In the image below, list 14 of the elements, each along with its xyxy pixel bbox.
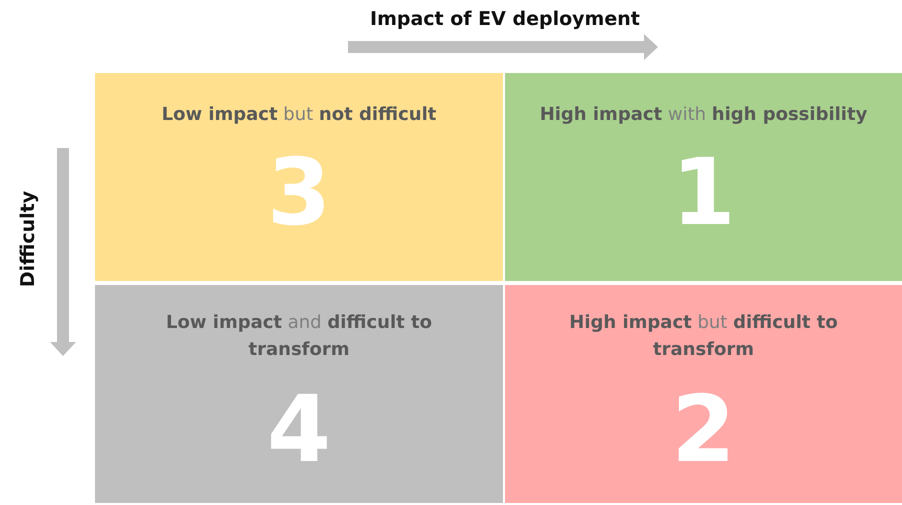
quadrant-cell <box>505 285 902 503</box>
quadrant-heading: High impact but difficult to transform <box>568 311 839 362</box>
quadrant-heading: High impact with high possibility <box>538 103 868 127</box>
quadrant-cell <box>95 285 503 503</box>
axis-title: Impact of EV deployment <box>370 8 640 30</box>
quadrant-heading: Low impact and difficult to transform <box>165 311 433 362</box>
quadrant-number: 3 <box>267 143 331 243</box>
axis-title: Difficulty <box>17 190 40 288</box>
quadrant-cell <box>95 73 503 281</box>
quadrant-number: 4 <box>267 380 331 480</box>
quadrant-cell <box>505 73 902 281</box>
quadrant-number: 2 <box>672 380 736 480</box>
quadrant-number: 1 <box>672 143 736 243</box>
quadrant-heading: Low impact but not difficult <box>160 103 438 127</box>
